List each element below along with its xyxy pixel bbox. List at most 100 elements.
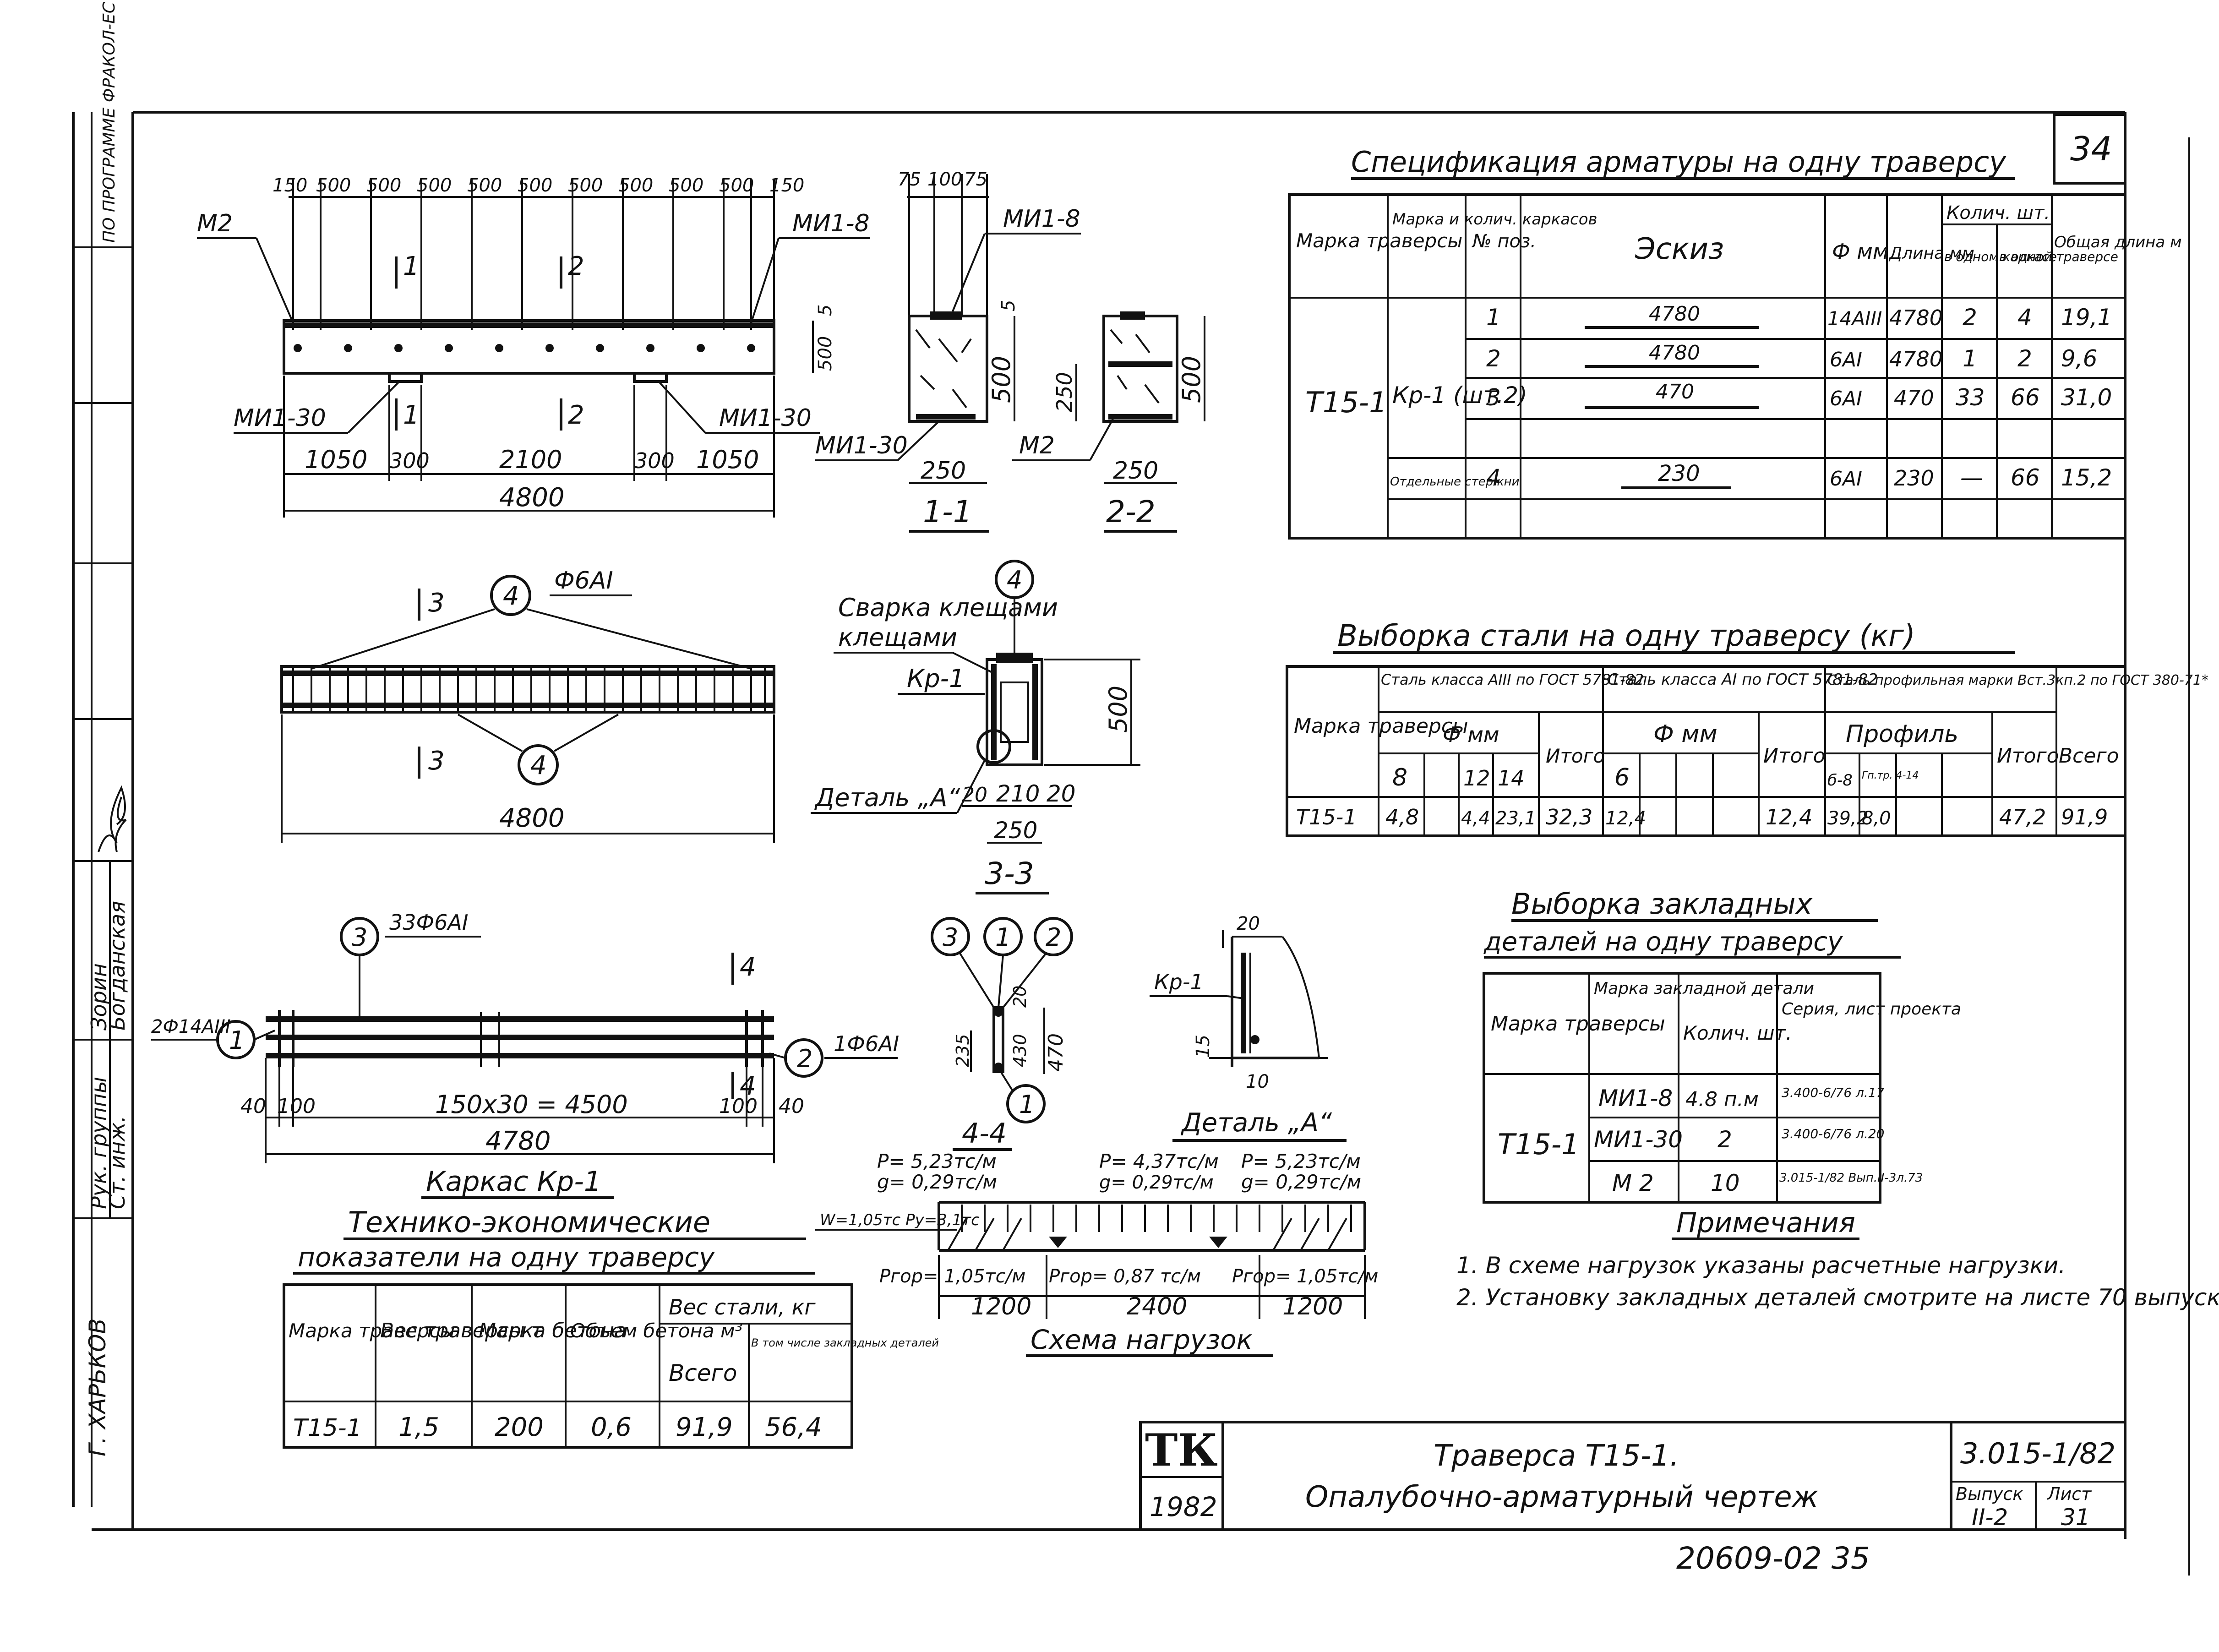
emb-cell: 3.015-1/82 Вып.II-3л.73 <box>1779 1171 1923 1185</box>
s3-dim: 500 <box>1104 686 1133 733</box>
s44-dim: 430 <box>1010 1034 1030 1067</box>
tech-table: Технико-экономические показатели на одну… <box>283 1205 939 1449</box>
tech-cell: 0,6 <box>591 1412 632 1442</box>
stamp-issue-label: Выпуск <box>1956 1484 2023 1504</box>
emb-cell: МИ1-8 <box>1598 1085 1673 1112</box>
plan-cut: 3 <box>428 746 445 776</box>
s3-dim: 20 <box>1047 780 1076 807</box>
tech-h: Марка бетона <box>479 1319 627 1342</box>
frame-total: 4780 <box>485 1126 551 1156</box>
steel-row: T15-1 <box>1296 805 1357 829</box>
load-label: Pгор= 1,05тс/м <box>1232 1266 1378 1287</box>
s2-dim: 250 <box>1113 457 1158 485</box>
frame-label: 1Ф6АI <box>834 1031 899 1056</box>
steel-row: 23,1 <box>1495 808 1536 829</box>
steel-sub: 8 <box>1392 764 1407 791</box>
steel-row: 32,3 <box>1546 805 1592 829</box>
frame-cut: 4 <box>740 952 756 982</box>
tech-cell: 56,4 <box>765 1412 822 1442</box>
el-top-dim: 500 <box>568 175 603 196</box>
tech-cell: 91,9 <box>676 1412 733 1442</box>
s2-dim: 250 <box>1052 372 1077 412</box>
label-mi1-8: МИ1-8 <box>792 210 870 237</box>
s44-dim: 235 <box>953 1034 973 1067</box>
emb-h: Колич. шт. <box>1683 1022 1792 1044</box>
stamp-year: 1982 <box>1150 1491 1217 1522</box>
strip-name-1: Зорин <box>87 963 111 1030</box>
spec-cell: 15,2 <box>2061 464 2112 491</box>
stamp-sheet-label: Лист <box>2046 1484 2092 1504</box>
tech-cell: T15-1 <box>293 1414 362 1442</box>
plan-total: 4800 <box>499 803 565 833</box>
s1-title: 1-1 <box>923 494 972 529</box>
steel-h-a1: Сталь класса АI по ГОСТ 5781-82 <box>1608 671 1878 689</box>
label-mi1-30-left: МИ1-30 <box>234 404 326 432</box>
frame-pos: 1 <box>229 1026 245 1055</box>
steel-h-dia: Ф мм <box>1653 720 1717 748</box>
spec-cell: 230 <box>1894 466 1934 491</box>
emb-h: Марка закладной детали <box>1594 979 1814 998</box>
el-top-dim: 500 <box>366 175 401 196</box>
el-total: 4800 <box>499 483 565 513</box>
notes: Примечания 1. В схеме нагрузок указаны р… <box>1456 1207 2219 1311</box>
label-mi1-30-right: МИ1-30 <box>719 404 812 432</box>
s2-dim: 500 <box>1177 356 1206 403</box>
frame-dim: 40 <box>779 1095 804 1118</box>
el-bot-dim: 300 <box>634 448 675 473</box>
el-top-dim: 500 <box>417 175 452 196</box>
spec-h-frame: Марка и колич. каркасов <box>1392 210 1597 229</box>
s44-dim: 20 <box>1010 986 1030 1008</box>
emb-title-2: деталей на одну траверсу <box>1483 927 1843 957</box>
steel-sub: 6 <box>1614 764 1630 791</box>
tech-title-2: показатели на одну траверсу <box>298 1242 715 1273</box>
stamp-sheet: 31 <box>2061 1504 2090 1531</box>
spec-cell: 4780 <box>1649 341 1700 365</box>
tech-cell: 1,5 <box>398 1412 439 1442</box>
frame-label: 2Ф14АIII <box>151 1016 231 1037</box>
plan-pos-top: 4 <box>503 581 519 611</box>
detail-dim: 20 <box>1237 913 1260 934</box>
s3-frame-label: Кр-1 <box>907 664 965 693</box>
strip-city: Г. ХАРЬКОВ <box>84 1318 111 1456</box>
spec-frame: Кр-1 (шт.2) <box>1392 382 1527 409</box>
steel-h-mark: Марка траверсы <box>1294 714 1468 738</box>
emb-cell: 10 <box>1711 1170 1740 1196</box>
left-strip: ПО ПРОГРАММЕ ФРАКОЛ-ЕС Рук. группы Ст. и… <box>84 1 130 1456</box>
section-4-4: 3 1 2 1 235 20 430 470 4-4 <box>931 917 1073 1151</box>
emb-cell: 3.400-6/76 л.17 <box>1782 1085 1885 1100</box>
frame-label: 33Ф6АI <box>389 910 468 935</box>
load-label: Pгор= 0,87 тс/м <box>1049 1266 1201 1287</box>
spec-h-group: Колич. шт. <box>1946 202 2050 224</box>
spec-cell: 14АIII <box>1827 307 1882 330</box>
cut-label: 1 <box>403 400 420 430</box>
spec-cell: 9,6 <box>2061 345 2098 372</box>
spec-cell: 6АI <box>1830 348 1862 371</box>
note-2: 2. Установку закладных деталей смотрите … <box>1456 1284 2219 1311</box>
strip-top-stamp: ПО ПРОГРАММЕ ФРАКОЛ-ЕС <box>100 1 119 243</box>
emb-title-1: Выборка закладных <box>1511 887 1813 921</box>
load-dim: 1200 <box>1282 1293 1343 1320</box>
strip-name-2: Богданская <box>105 901 130 1030</box>
section-2-2: 500 250 М2 250 2-2 <box>1012 311 1206 533</box>
detail-title: Деталь „А“ <box>1180 1108 1332 1138</box>
sheet-number: 34 <box>2070 130 2112 168</box>
steel-row: 12,4 <box>1766 805 1812 829</box>
frame-dim: 100 <box>719 1095 758 1118</box>
s3-weld-label: Сварка клещами <box>838 593 1058 622</box>
el-bot-dim: 300 <box>389 448 430 473</box>
steel-h-profile: Профиль <box>1846 720 1958 748</box>
tech-title-1: Технико-экономические <box>348 1205 710 1239</box>
spec-h-perbeam: в одной траверсе <box>1999 249 2118 264</box>
steel-h-prof: Сталь профильная марки Вст.3кп.2 по ГОСТ… <box>1827 672 2208 688</box>
frame-pos: 3 <box>352 923 367 952</box>
s44-pos: 1 <box>1019 1090 1035 1119</box>
steel-sub: б-8 <box>1827 771 1853 790</box>
tech-h: В том числе закладных деталей <box>751 1336 939 1349</box>
strip-role-2: Ст. инж. <box>105 1116 130 1209</box>
s1-top-dim: 100 <box>927 169 962 190</box>
spec-cell: 2 <box>1963 304 1977 331</box>
el-top-dim: 500 <box>518 175 552 196</box>
signature-2 <box>114 796 127 852</box>
s44-pos: 1 <box>995 923 1011 952</box>
el-top-dim: 500 <box>618 175 653 196</box>
